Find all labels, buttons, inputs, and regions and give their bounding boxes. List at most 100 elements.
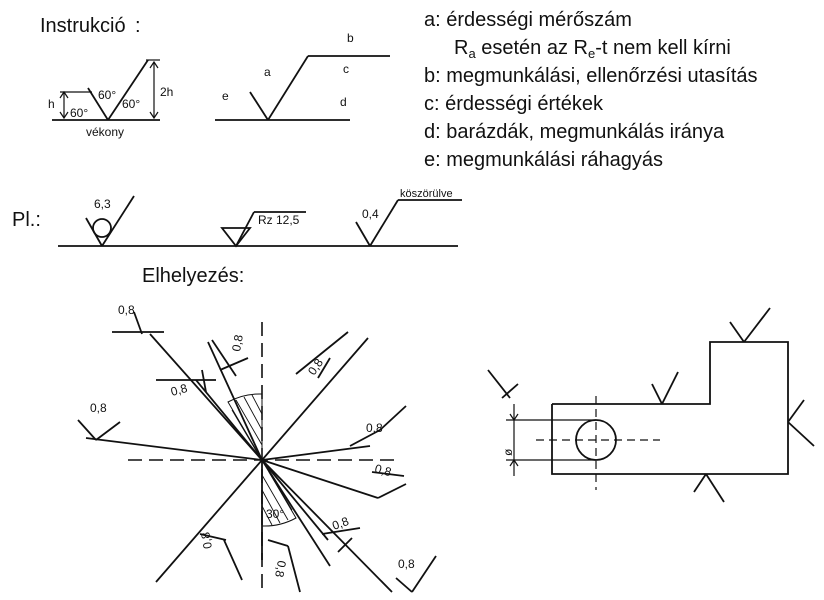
radial-surface [85, 437, 263, 461]
label-2h: 2h [160, 85, 173, 99]
label-e: e [222, 89, 229, 103]
material-removal-triangle [220, 227, 252, 248]
radial-surface [261, 445, 371, 461]
arrow-head [509, 413, 519, 422]
label-angle-top: 60° [98, 88, 116, 102]
symbol-check [317, 357, 331, 379]
example-value-2: Rz 12,5 [258, 213, 300, 227]
symbol-check [349, 429, 381, 447]
roughness-value: 0,8 [366, 421, 383, 435]
symbol-check [77, 419, 97, 441]
symbol-short-leg [87, 87, 109, 121]
full-roughness-symbol: a b c d e [215, 31, 390, 121]
arrow-head [509, 458, 519, 467]
radial-surface [261, 459, 331, 567]
symbol-leader [223, 539, 243, 581]
example-value-3: 0,4 [362, 207, 379, 221]
symbol-check [95, 421, 121, 441]
symbol-leader [295, 331, 349, 375]
symbol-short-leg [651, 383, 663, 405]
legend: a: érdességi mérőszám Ra esetén az Re-t … [424, 9, 758, 171]
arrow-head [149, 60, 159, 69]
symbol-check [219, 357, 249, 371]
example-note-grinding: köszörülve [400, 188, 453, 200]
radial-surface [261, 459, 379, 499]
symbol-check [501, 383, 519, 399]
no-material-removal-circle [92, 218, 112, 238]
symbol-long-leg [743, 307, 771, 343]
legend-a-note: Ra esetén az Re-t nem kell kírni [454, 37, 731, 61]
symbol-leader [211, 339, 237, 377]
label-thin: vékony [86, 125, 124, 139]
example-value-1: 6,3 [94, 197, 111, 211]
legend-a: a: érdességi mérőszám [424, 9, 632, 31]
label-b: b [347, 31, 354, 45]
symbol-long-leg [267, 55, 309, 121]
legend-d: d: barázdák, megmunkálás iránya [424, 121, 725, 143]
symbol-long-leg [235, 211, 255, 247]
symbol-check [201, 369, 207, 393]
symbol-check [267, 539, 289, 547]
symbol-short-leg [355, 221, 371, 247]
radial-surface [149, 333, 263, 461]
symbol-short-leg [693, 473, 707, 493]
roughness-value: 0,8 [305, 356, 326, 378]
roughness-value: 0,8 [330, 514, 351, 533]
symbol-long-leg [661, 371, 679, 405]
symbol-check [199, 533, 227, 541]
radial-surface [261, 459, 393, 593]
angle-30-label: 30° [266, 507, 284, 521]
symbol-short-leg [787, 399, 805, 423]
roughness-value: 0,8 [90, 401, 107, 415]
symbol-leader [371, 471, 405, 477]
symbol-leader [379, 405, 407, 431]
symbol-long-leg [787, 421, 815, 447]
roughness-value: 0,8 [373, 461, 393, 479]
diameter-symbol: ø [501, 448, 515, 456]
arrow-head [59, 111, 69, 120]
roughness-value: 0,8 [169, 381, 189, 399]
instruction-basic-symbol: h 60° 60° 60° 2h vékony [48, 59, 173, 139]
symbol-short-leg [729, 321, 745, 343]
symbol-short-leg [249, 91, 269, 121]
label-angle-left: 60° [70, 106, 88, 120]
radial-surface [195, 379, 263, 461]
heading-placement: Elhelyezés: [142, 265, 244, 287]
heading-instruction-colon: : [135, 15, 141, 37]
legend-b: b: megmunkálási, ellenőrzési utasítás [424, 65, 758, 87]
legend-c: c: érdességi értékek [424, 93, 604, 115]
examples: 6,3 Rz 12,5 0,4 köszörülve [58, 188, 462, 248]
radial-surface [261, 459, 329, 541]
roughness-value: 0,8 [272, 559, 289, 578]
symbol-long-leg [705, 473, 725, 503]
symbol-long-leg [101, 195, 135, 247]
label-c: c [343, 62, 349, 76]
symbol-check [337, 537, 353, 553]
symbol-leader [411, 555, 437, 593]
symbol-check [133, 311, 143, 335]
symbol-check [395, 577, 413, 593]
symbol-leader [321, 527, 361, 535]
part-outline [551, 341, 789, 475]
label-d: d [340, 95, 347, 109]
label-angle-right: 60° [122, 97, 140, 111]
roughness-value: 0,8 [398, 557, 415, 571]
symbol-long-leg [369, 199, 399, 247]
part-drawing: ø [487, 307, 815, 503]
roughness-value: 0,8 [229, 333, 246, 352]
radial-surface [207, 341, 263, 461]
heading-instruction: Instrukció [40, 15, 126, 37]
arrow-head [149, 111, 159, 120]
hatched-sector-top [227, 393, 263, 462]
label-h: h [48, 97, 55, 111]
roughness-value: 0,8 [118, 303, 135, 317]
symbol-long-leg [107, 59, 149, 121]
symbol-check [377, 483, 407, 499]
legend-e: e: megmunkálási ráhagyás [424, 149, 663, 171]
heading-example: Pl.: [12, 209, 41, 231]
symbol-leader [287, 545, 301, 593]
label-a: a [264, 65, 271, 79]
roughness-value: 0,8 [198, 531, 215, 550]
placement-star-diagram: 30° 0,8 0,8 0,8 0,8 0,8 [77, 303, 437, 593]
